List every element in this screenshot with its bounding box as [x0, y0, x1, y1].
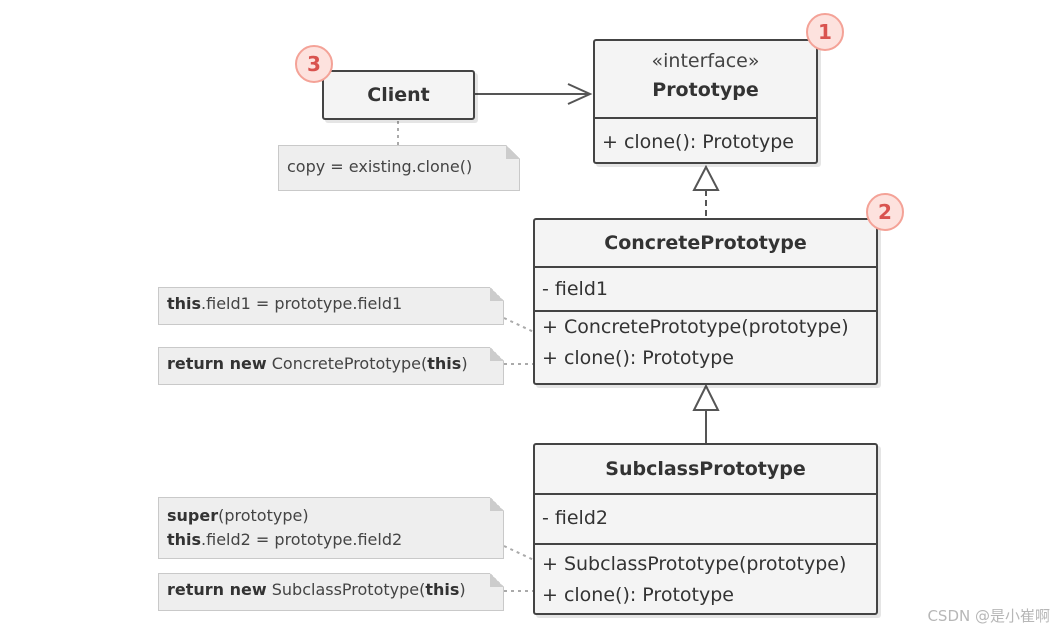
note-keyword: this — [427, 354, 462, 373]
note-fold — [490, 347, 504, 361]
concrete-field: - field1 — [542, 278, 608, 300]
note-keyword: return new — [167, 580, 267, 599]
concrete-note1-connector — [503, 317, 537, 334]
concrete-prototype-class: ConcretePrototype - field1 + ConcretePro… — [533, 218, 878, 385]
subclass-methods: + SubclassPrototype(prototype) + clone()… — [535, 543, 876, 611]
subclass-header: SubclassPrototype — [535, 445, 876, 493]
badge-3: 3 — [295, 45, 333, 83]
note-text: SubclassPrototype( — [266, 580, 426, 599]
prototype-interface: «interface» Prototype + clone(): Prototy… — [593, 39, 818, 164]
subclass-note-constructor: super(prototype) this.field2 = prototype… — [158, 497, 504, 559]
note-text: .field1 = prototype.field1 — [201, 294, 403, 313]
concrete-fields: - field1 — [535, 266, 876, 310]
prototype-method: + clone(): Prototype — [602, 131, 794, 153]
concrete-note-constructor: this.field1 = prototype.field1 — [158, 287, 504, 325]
note-text: (prototype) — [218, 506, 309, 525]
watermark: CSDN @是小崔啊 — [927, 607, 1050, 625]
note-keyword: super — [167, 506, 219, 525]
note-keyword: this — [425, 580, 460, 599]
note-keyword: this — [167, 294, 202, 313]
client-note-text: copy = existing.clone() — [287, 157, 473, 176]
subclass-note-clone: return new SubclassPrototype(this) — [158, 573, 504, 611]
note-fold — [490, 497, 504, 511]
subclass-note1-connector — [503, 545, 537, 562]
subclass-field: - field2 — [542, 507, 608, 529]
prototype-methods: + clone(): Prototype — [595, 117, 816, 158]
prototype-stereotype: «interface» — [651, 50, 760, 72]
concrete-methods: + ConcretePrototype(prototype) + clone()… — [535, 310, 876, 374]
note-text: ConcretePrototype( — [266, 354, 428, 373]
note-fold — [490, 287, 504, 301]
subclass-title: SubclassPrototype — [605, 458, 806, 480]
concrete-title: ConcretePrototype — [604, 232, 807, 254]
concrete-method: + ConcretePrototype(prototype) — [542, 316, 849, 338]
subclass-prototype-class: SubclassPrototype - field2 + SubclassPro… — [533, 443, 878, 615]
concrete-method: + clone(): Prototype — [542, 347, 734, 369]
client-note: copy = existing.clone() — [278, 145, 520, 191]
subclass-fields: - field2 — [535, 493, 876, 543]
inheritance-arrowhead — [692, 383, 720, 411]
subclass-method: + clone(): Prototype — [542, 584, 734, 606]
note-text: ) — [461, 354, 468, 373]
realization-arrowhead — [692, 164, 720, 191]
note-keyword: return new — [167, 354, 267, 373]
note-text: ) — [459, 580, 466, 599]
note-fold — [490, 573, 504, 587]
concrete-note-clone: return new ConcretePrototype(this) — [158, 347, 504, 385]
concrete-header: ConcretePrototype — [535, 220, 876, 266]
prototype-header: «interface» Prototype — [595, 41, 816, 117]
subclass-method: + SubclassPrototype(prototype) — [542, 553, 847, 575]
note-text: .field2 = prototype.field2 — [201, 530, 403, 549]
note-fold — [506, 145, 520, 159]
client-class: Client — [322, 70, 475, 120]
badge-2: 2 — [866, 193, 904, 231]
association-arrowhead — [567, 83, 593, 105]
note-keyword: this — [167, 530, 202, 549]
prototype-title: Prototype — [652, 79, 759, 101]
badge-1: 1 — [806, 13, 844, 51]
client-title: Client — [367, 84, 430, 106]
